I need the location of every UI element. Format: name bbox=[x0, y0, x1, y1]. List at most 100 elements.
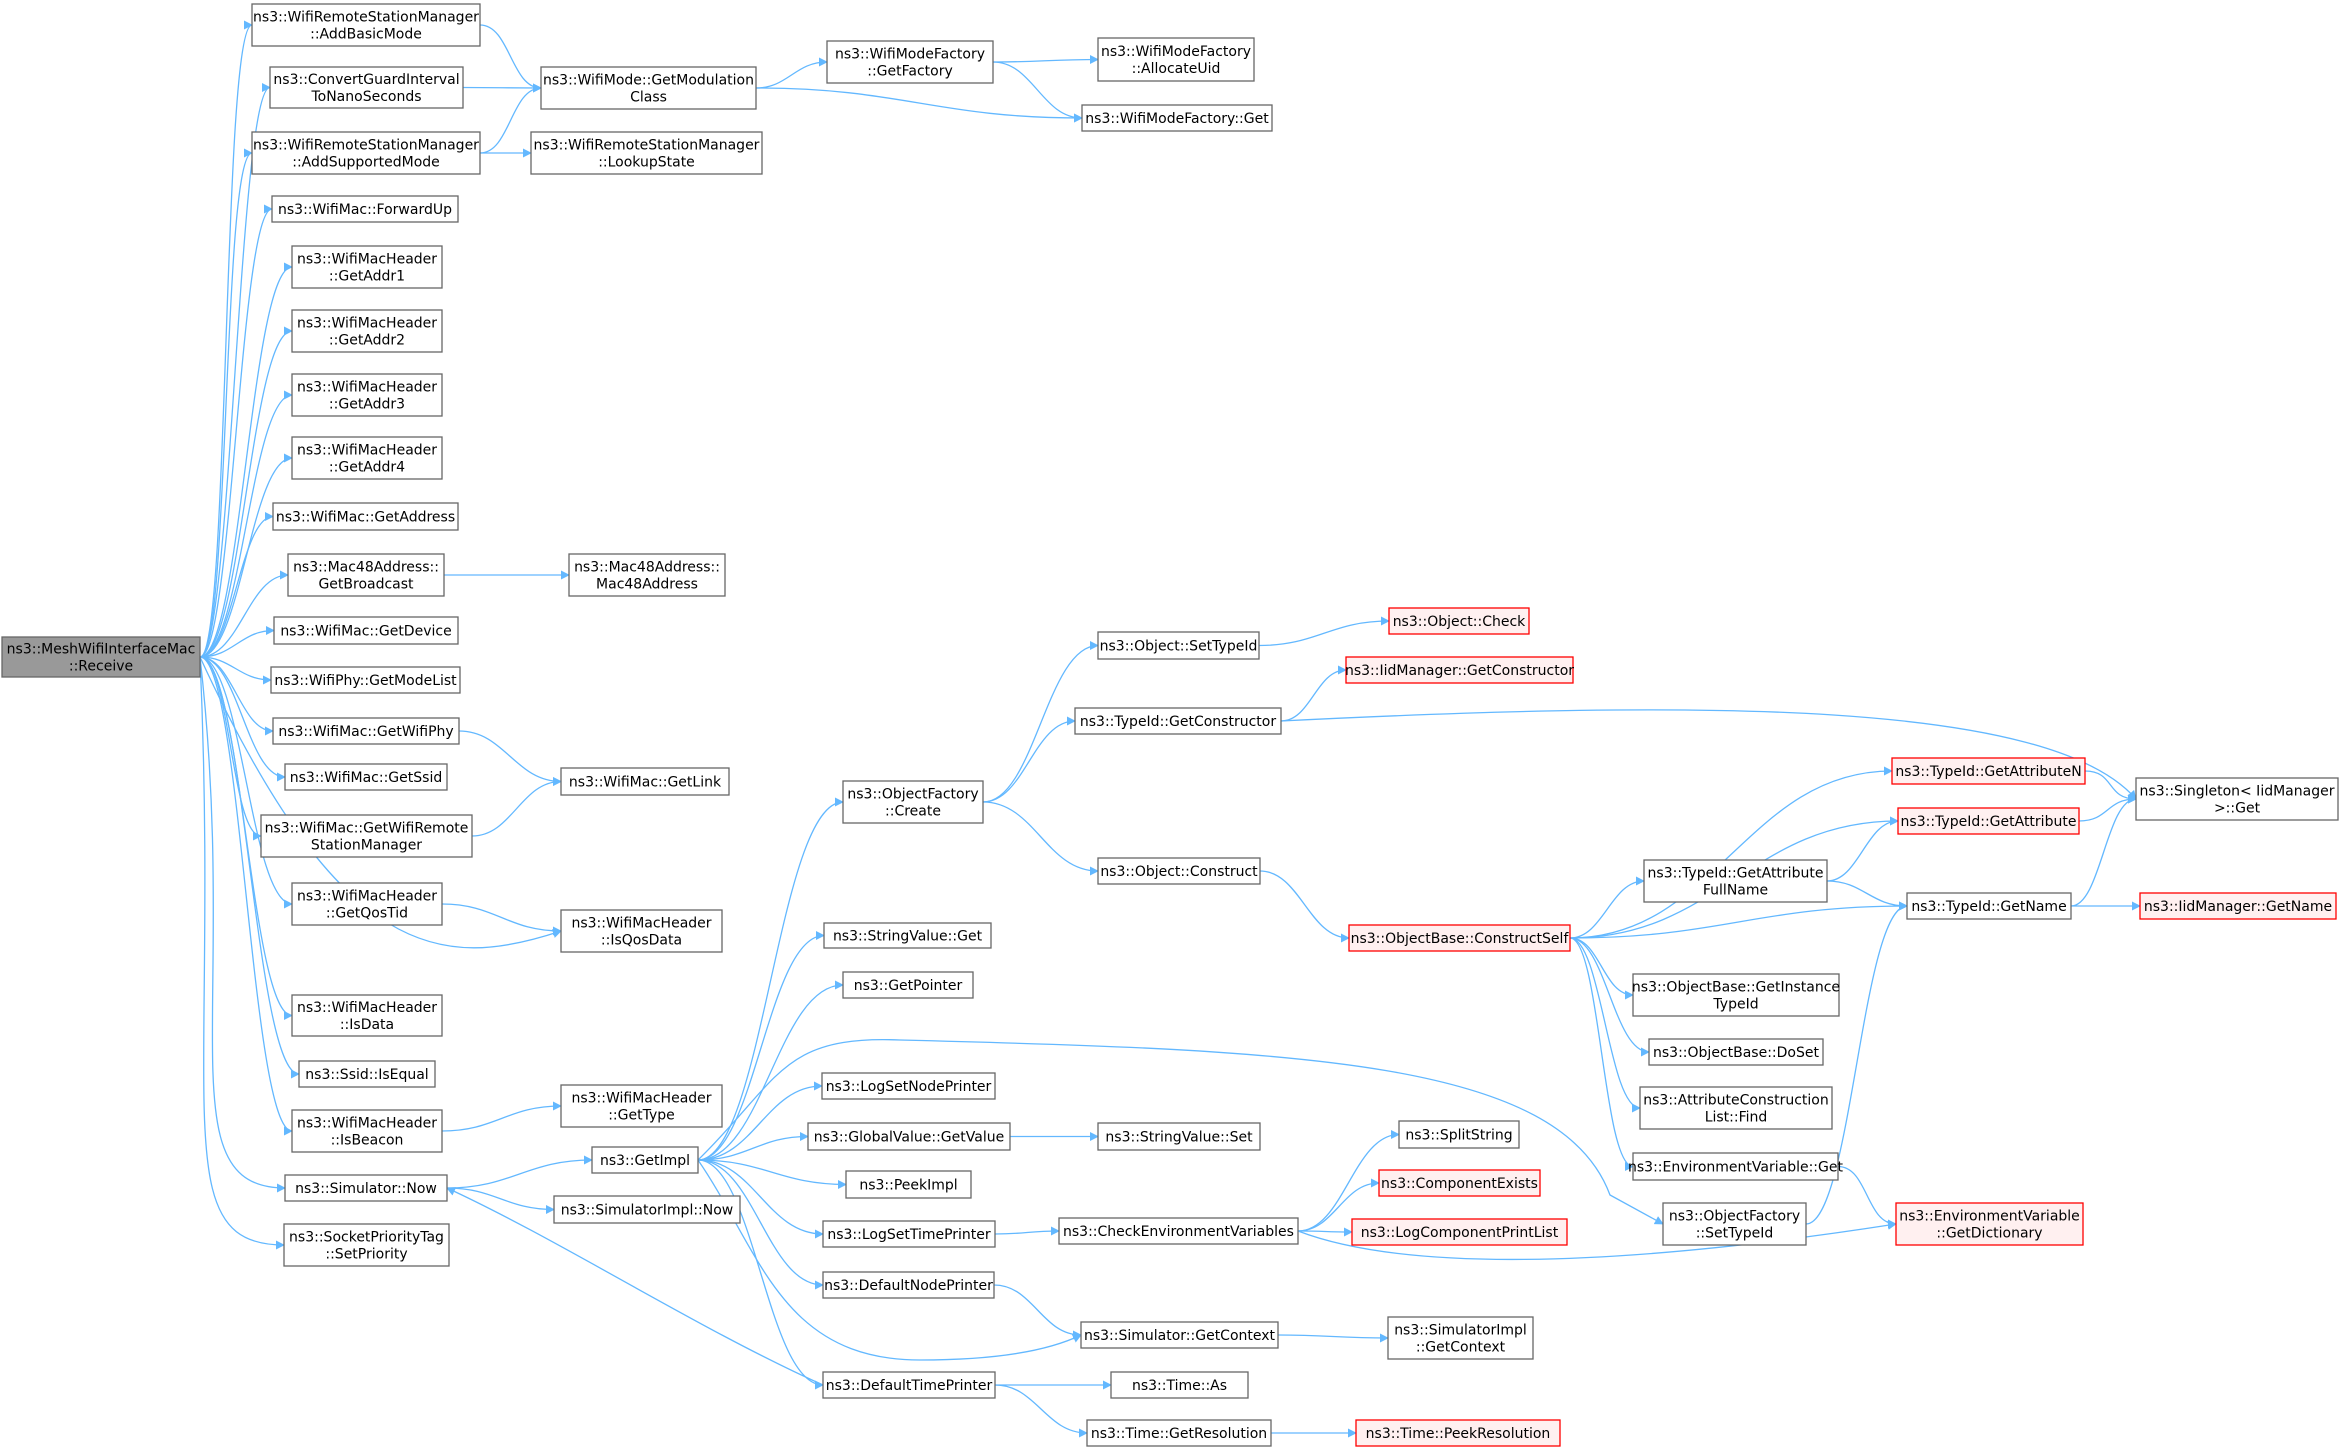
node-simimplgetctx[interactable]: ns3::SimulatorImpl::GetContext bbox=[1387, 1316, 1534, 1360]
node-timeas[interactable]: ns3::Time::As bbox=[1110, 1371, 1249, 1399]
node-tidgetctor[interactable]: ns3::TypeId::GetConstructor bbox=[1074, 707, 1282, 735]
node-getattrn[interactable]: ns3::TypeId::GetAttributeN bbox=[1891, 757, 2086, 785]
node-mac48addr[interactable]: ns3::Mac48Address::Mac48Address bbox=[568, 553, 726, 597]
node-getssid[interactable]: ns3::WifiMac::GetSsid bbox=[284, 763, 448, 791]
node-gvgetvalue[interactable]: ns3::GlobalValue::GetValue bbox=[807, 1122, 1011, 1151]
node-checkenv[interactable]: ns3::CheckEnvironmentVariables bbox=[1058, 1217, 1299, 1245]
node-label: ns3::WifiRemoteStationManager bbox=[253, 138, 479, 154]
node-objcheck[interactable]: ns3::Object::Check bbox=[1388, 607, 1530, 635]
node-simimplnow[interactable]: ns3::SimulatorImpl::Now bbox=[553, 1195, 741, 1224]
node-simnow[interactable]: ns3::Simulator::Now bbox=[284, 1174, 448, 1202]
call-edge bbox=[697, 1038, 1664, 1225]
node-deftimeprinter[interactable]: ns3::DefaultTimePrinter bbox=[822, 1371, 996, 1399]
node-label: ns3::WifiMac::GetWifiRemote bbox=[265, 821, 469, 837]
node-setpriority[interactable]: ns3::SocketPriorityTag::SetPriority bbox=[283, 1223, 450, 1267]
node-splitstring[interactable]: ns3::SplitString bbox=[1398, 1120, 1520, 1149]
node-envget[interactable]: ns3::EnvironmentVariable::Get bbox=[1628, 1152, 1843, 1181]
node-getaddr4[interactable]: ns3::WifiMacHeader::GetAddr4 bbox=[291, 436, 443, 480]
node-simgetctx[interactable]: ns3::Simulator::GetContext bbox=[1080, 1321, 1279, 1349]
node-isqosdata[interactable]: ns3::WifiMacHeader::IsQosData bbox=[560, 909, 723, 953]
node-label: ::SetPriority bbox=[325, 1247, 407, 1263]
node-box bbox=[1662, 1202, 1807, 1246]
node-strvalset[interactable]: ns3::StringValue::Set bbox=[1097, 1122, 1261, 1151]
node-box bbox=[284, 1174, 448, 1202]
node-forwardup[interactable]: ns3::WifiMac::ForwardUp bbox=[271, 195, 459, 223]
node-getpointer[interactable]: ns3::GetPointer bbox=[842, 971, 974, 999]
node-getwifiremote[interactable]: ns3::WifiMac::GetWifiRemoteStationManage… bbox=[260, 814, 473, 858]
node-getbroadcast[interactable]: ns3::Mac48Address::GetBroadcast bbox=[287, 553, 445, 597]
node-getmodelist[interactable]: ns3::WifiPhy::GetModeList bbox=[270, 666, 461, 694]
node-box bbox=[1097, 631, 1260, 660]
call-edge bbox=[1569, 876, 1645, 939]
node-addsupported[interactable]: ns3::WifiRemoteStationManager::AddSuppor… bbox=[251, 131, 481, 175]
node-tidgetname[interactable]: ns3::TypeId::GetName bbox=[1906, 892, 2072, 920]
node-getaddr2[interactable]: ns3::WifiMacHeader::GetAddr2 bbox=[291, 309, 443, 353]
node-isequal[interactable]: ns3::Ssid::IsEqual bbox=[298, 1060, 436, 1088]
node-label: ns3::GetImpl bbox=[600, 1153, 690, 1169]
node-gettype[interactable]: ns3::WifiMacHeader::GetType bbox=[560, 1084, 723, 1128]
node-strvalget[interactable]: ns3::StringValue::Get bbox=[823, 922, 992, 949]
node-objconstruct[interactable]: ns3::Object::Construct bbox=[1097, 857, 1261, 885]
node-lookupstate[interactable]: ns3::WifiRemoteStationManager::LookupSta… bbox=[530, 131, 763, 175]
node-getaddr3[interactable]: ns3::WifiMacHeader::GetAddr3 bbox=[291, 373, 443, 417]
node-label: ns3::TypeId::GetName bbox=[1911, 899, 2066, 915]
node-getaddress[interactable]: ns3::WifiMac::GetAddress bbox=[272, 502, 459, 531]
node-iidgetctor[interactable]: ns3::IidManager::GetConstructor bbox=[1345, 656, 1574, 684]
node-singletonget[interactable]: ns3::Singleton< IidManager>::Get bbox=[2135, 777, 2339, 821]
node-defnodeprinter[interactable]: ns3::DefaultNodePrinter bbox=[822, 1271, 995, 1299]
node-getaddr1[interactable]: ns3::WifiMacHeader::GetAddr1 bbox=[291, 245, 443, 289]
call-edge bbox=[697, 931, 825, 1161]
node-box bbox=[272, 717, 460, 745]
node-getattr[interactable]: ns3::TypeId::GetAttribute bbox=[1897, 807, 2080, 835]
node-isdata[interactable]: ns3::WifiMacHeader::IsData bbox=[291, 994, 443, 1037]
node-label: ns3::Object::SetTypeId bbox=[1100, 639, 1258, 655]
node-label: ns3::Time::PeekResolution bbox=[1366, 1426, 1551, 1442]
node-getdevice[interactable]: ns3::WifiMac::GetDevice bbox=[273, 616, 459, 645]
node-allocateuid[interactable]: ns3::WifiModeFactory::AllocateUid bbox=[1097, 37, 1255, 82]
node-timegetres[interactable]: ns3::Time::GetResolution bbox=[1086, 1419, 1272, 1447]
node-logcompprint[interactable]: ns3::LogComponentPrintList bbox=[1351, 1218, 1568, 1246]
node-compexists[interactable]: ns3::ComponentExists bbox=[1378, 1169, 1541, 1197]
node-label: ns3::Singleton< IidManager bbox=[2140, 784, 2335, 800]
call-edge bbox=[458, 730, 562, 786]
node-iidgetname[interactable]: ns3::IidManager::GetName bbox=[2139, 892, 2337, 920]
node-envgetdict[interactable]: ns3::EnvironmentVariable::GetDictionary bbox=[1895, 1202, 2084, 1246]
node-box bbox=[1643, 859, 1828, 903]
node-label: ns3::TypeId::GetConstructor bbox=[1080, 714, 1276, 730]
node-ofsettypeid[interactable]: ns3::ObjectFactory::SetTypeId bbox=[1662, 1202, 1807, 1246]
node-box bbox=[1097, 1122, 1261, 1151]
node-box bbox=[1074, 707, 1282, 735]
node-getfactory[interactable]: ns3::WifiModeFactory::GetFactory bbox=[826, 40, 994, 84]
node-box bbox=[1388, 607, 1530, 635]
node-box bbox=[568, 553, 726, 597]
call-edge bbox=[199, 570, 289, 658]
node-constructself[interactable]: ns3::ObjectBase::ConstructSelf bbox=[1348, 924, 1571, 952]
node-label: ns3::ObjectBase::ConstructSelf bbox=[1351, 931, 1570, 947]
node-isbeacon[interactable]: ns3::WifiMacHeader::IsBeacon bbox=[291, 1109, 443, 1153]
node-label: ::Receive bbox=[69, 659, 133, 675]
node-getqostid[interactable]: ns3::WifiMacHeader::GetQosTid bbox=[291, 882, 443, 926]
node-objsettypeid[interactable]: ns3::Object::SetTypeId bbox=[1097, 631, 1260, 660]
node-receive[interactable]: ns3::MeshWifiInterfaceMac::Receive bbox=[1, 636, 201, 678]
node-wmfget[interactable]: ns3::WifiModeFactory::Get bbox=[1081, 104, 1273, 132]
call-edge bbox=[446, 1187, 555, 1214]
node-getlink[interactable]: ns3::WifiMac::GetLink bbox=[560, 767, 730, 796]
node-logsettime[interactable]: ns3::LogSetTimePrinter bbox=[822, 1220, 996, 1248]
node-addbasicmode[interactable]: ns3::WifiRemoteStationManager::AddBasicM… bbox=[251, 3, 481, 47]
call-edge bbox=[1258, 616, 1390, 647]
node-doset[interactable]: ns3::ObjectBase::DoSet bbox=[1648, 1038, 1824, 1066]
call-edge bbox=[982, 641, 1099, 803]
node-peekres[interactable]: ns3::Time::PeekResolution bbox=[1355, 1419, 1561, 1447]
node-ofcreate[interactable]: ns3::ObjectFactory::Create bbox=[842, 780, 984, 824]
node-peekimpl[interactable]: ns3::PeekImpl bbox=[845, 1170, 972, 1199]
node-logsetnode[interactable]: ns3::LogSetNodePrinter bbox=[821, 1072, 996, 1100]
node-getwifiphy[interactable]: ns3::WifiMac::GetWifiPhy bbox=[272, 717, 460, 745]
node-box bbox=[822, 1220, 996, 1248]
node-box bbox=[530, 131, 763, 175]
node-getimpl[interactable]: ns3::GetImpl bbox=[591, 1146, 699, 1174]
